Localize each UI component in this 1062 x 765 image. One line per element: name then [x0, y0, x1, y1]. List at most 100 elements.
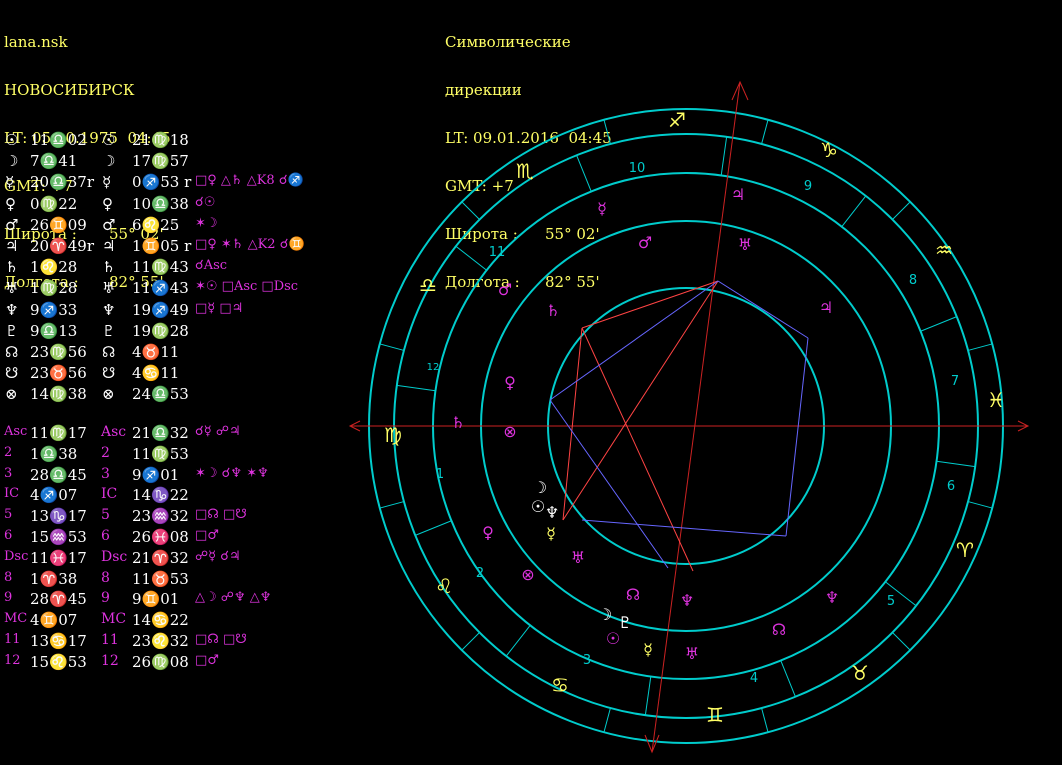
- planet-dir-glyph: ☋: [102, 364, 116, 383]
- planet-dir-position: 4♋11: [132, 364, 180, 383]
- wheel-planet-glyph: ♆: [825, 588, 839, 607]
- wheel-planet-glyph: ☿: [643, 640, 653, 659]
- house-dir-cusp: 11♉53: [132, 569, 189, 588]
- house-dir-cusp: 23♌32: [132, 632, 189, 650]
- aspect-line: [785, 337, 809, 537]
- aspect-line: [562, 327, 583, 521]
- sign-boundary: [379, 343, 405, 351]
- planet-natal-position: 23♉56: [30, 364, 87, 383]
- planet-glyph: ☋: [5, 364, 19, 383]
- house-dir-cusp: 9♊01: [132, 590, 180, 609]
- house-aspects: △☽ ☍♆ △♆: [195, 590, 272, 606]
- zodiac-sign-3: ♊: [706, 703, 724, 727]
- planet-aspects: ✶☉ □Asc □Dsc: [195, 279, 299, 295]
- house-cusp: [936, 460, 976, 468]
- house-number-8: 8: [909, 273, 917, 288]
- zodiac-sign-0: ♍: [384, 423, 402, 447]
- planet-dir-glyph: ♄: [102, 258, 116, 277]
- planet-dir-glyph: ♇: [102, 321, 116, 340]
- house-cusp: [841, 195, 867, 227]
- dir-lt: LT: 09.01.2016 04:45: [445, 129, 612, 147]
- planet-natal-position: 23♍56: [30, 343, 87, 361]
- house-cusp: [920, 316, 957, 332]
- house-natal-cusp: 28♎45: [30, 465, 87, 484]
- house-natal-cusp: 11♓17: [30, 548, 87, 567]
- aspect-line: [581, 280, 719, 329]
- wheel-planet-glyph: ☿: [546, 524, 556, 543]
- natal-city: НОВОСИБИРСК: [4, 81, 135, 99]
- aspect-line: [549, 399, 669, 569]
- house-number-1: 1: [436, 467, 444, 482]
- house-label: 11: [4, 632, 21, 647]
- planet-glyph: ♀: [5, 194, 16, 213]
- house-natal-cusp: 15♌53: [30, 652, 87, 671]
- house-dir-label: Dsc: [101, 548, 128, 565]
- wheel-planet-glyph: ♀: [504, 373, 516, 392]
- planet-natal-position: 14♍38: [30, 385, 87, 404]
- zodiac-sign-4: ♉: [851, 661, 869, 685]
- house-label: IC: [4, 486, 20, 502]
- wheel-planet-glyph: ⊗: [503, 422, 516, 441]
- planet-dir-position: 11♐43: [132, 279, 189, 298]
- natal-header: lana.nsk НОВОСИБИРСК LT: 05.10.1975 04:4…: [4, 2, 171, 306]
- house-label: 9: [4, 590, 13, 606]
- planet-glyph: ☽: [5, 152, 19, 171]
- house-cusp: [415, 520, 452, 536]
- house-label: 5: [4, 507, 13, 523]
- house-label: 6: [4, 528, 13, 543]
- house-dir-label: MC: [101, 611, 127, 628]
- planet-natal-position: 7♎41: [30, 152, 78, 171]
- house-aspects: ☌☿ ☍♃: [195, 424, 241, 439]
- house-label: Dsc: [4, 548, 29, 564]
- sign-boundary: [967, 501, 993, 509]
- planet-dir-position: 1♊05 r: [132, 237, 192, 255]
- wheel-planet-glyph: ☉: [531, 497, 545, 516]
- house-aspects: □☊ □☋: [195, 632, 247, 647]
- house-label: 12: [4, 652, 21, 668]
- zodiac-sign-1: ♌: [435, 574, 453, 598]
- planet-dir-glyph: ♀: [102, 194, 113, 213]
- planet-aspects: ☌Asc: [195, 258, 228, 274]
- sign-boundary: [892, 632, 911, 651]
- planet-natal-position: 20♈49r: [30, 237, 95, 255]
- planet-dir-glyph: ☿: [102, 173, 112, 192]
- house-dir-cusp: 26♍08: [132, 652, 189, 671]
- house-dir-cusp: 14♋22: [132, 611, 189, 630]
- wheel-planet-glyph: ♅: [738, 235, 752, 254]
- house-dir-label: 12: [101, 652, 119, 669]
- house-cusp: [885, 581, 917, 607]
- wheel-planet-glyph: ♂: [498, 280, 512, 299]
- wheel-planet-glyph: ♅: [571, 548, 585, 567]
- planet-aspects: □♀ △♄ △K8 ☌♐: [195, 173, 304, 189]
- wheel-planet-glyph: ♄: [451, 413, 465, 432]
- house-natal-cusp: 28♈45: [30, 590, 87, 609]
- planet-glyph: ♂: [5, 215, 19, 234]
- directions-header: Символические дирекции LT: 09.01.2016 04…: [445, 2, 612, 306]
- house-dir-label: Asc: [101, 424, 127, 440]
- house-natal-cusp: 15♒53: [30, 528, 87, 546]
- zodiac-sign-10: ♏: [516, 159, 534, 183]
- house-natal-cusp: 13♋17: [30, 632, 87, 650]
- house-label: 3: [4, 465, 13, 481]
- sign-boundary: [461, 632, 480, 651]
- planet-glyph: ☿: [5, 173, 15, 192]
- wheel-planet-glyph: ♆: [545, 503, 559, 522]
- house-dir-cusp: 26♓08: [132, 528, 189, 546]
- house-natal-cusp: 1♎38: [30, 444, 78, 463]
- natal-lon: Долгота :82° 55': [4, 273, 164, 291]
- planet-dir-position: 24♎53: [132, 385, 189, 404]
- planet-natal-position: 9♐33: [30, 300, 78, 319]
- house-natal-cusp: 4♊07: [30, 611, 78, 630]
- wheel-planet-glyph: ☊: [626, 585, 640, 604]
- house-cusp: [396, 384, 436, 392]
- planet-glyph: ♇: [5, 321, 19, 340]
- planet-dir-glyph: ☽: [102, 152, 116, 171]
- house-number-11: 11: [489, 245, 506, 260]
- house-aspects: ✶☽ ☌♆ ✶♆: [195, 465, 269, 481]
- sign-boundary: [461, 201, 480, 220]
- wheel-planet-glyph: ♅: [685, 644, 699, 663]
- planet-glyph: ☉: [5, 131, 19, 149]
- wheel-planet-glyph: ♃: [819, 298, 833, 317]
- aspect-line: [562, 280, 719, 521]
